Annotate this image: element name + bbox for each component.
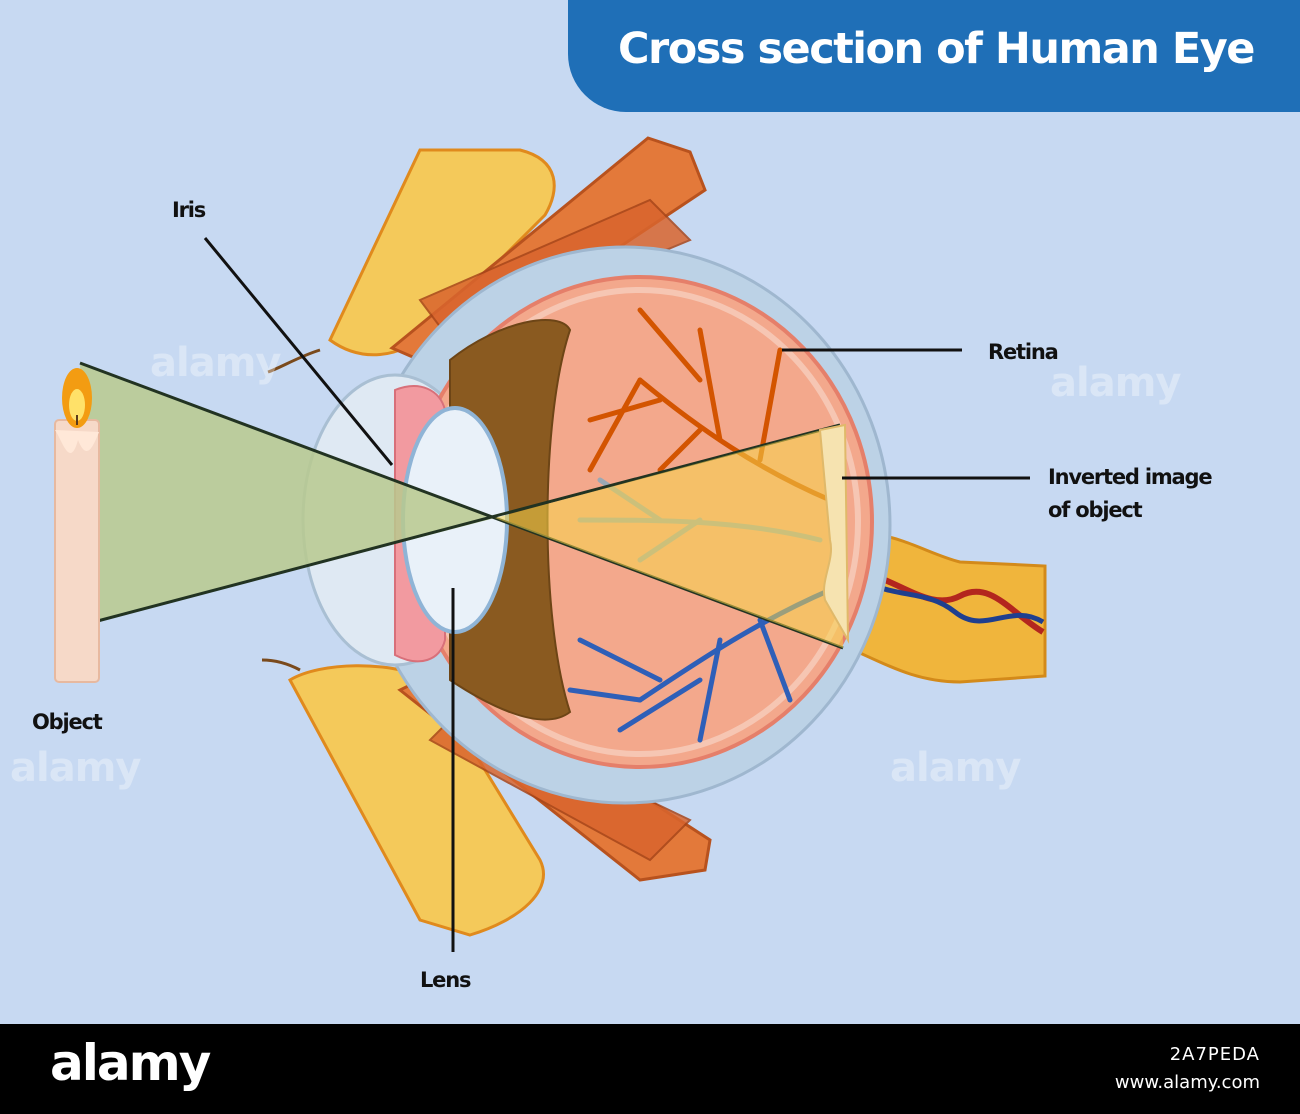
footer-image-id: 2A7PEDA — [1169, 1044, 1260, 1065]
watermark: alamy — [1050, 360, 1181, 406]
page-title: Cross section of Human Eye — [618, 24, 1255, 74]
light-cone-object — [80, 363, 495, 623]
footer-logo: alamy — [50, 1034, 211, 1092]
optic-nerve-vessel-blue — [858, 575, 1045, 625]
watermark: alamy — [150, 340, 281, 386]
ray-upper — [79, 361, 844, 650]
inverted-image — [818, 423, 850, 644]
upper-tendon — [267, 348, 321, 374]
label-inverted-image-line1: Inverted image — [1048, 465, 1213, 489]
label-object: Object — [32, 710, 103, 734]
watermark: alamy — [10, 745, 141, 791]
candle-drip — [55, 430, 99, 453]
upper-fat-pad — [328, 148, 556, 357]
lower-fat-pad — [287, 664, 545, 937]
lower-tendon — [261, 658, 301, 672]
title-banner: Cross section of Human Eye — [568, 0, 1300, 112]
ray-lower — [89, 423, 841, 625]
optic-nerve-vessel-red — [859, 569, 1045, 635]
light-cone-image — [495, 425, 843, 648]
watermark: alamy — [890, 745, 1021, 791]
label-lens: Lens — [420, 968, 471, 992]
eye-diagram — [54, 136, 1047, 952]
iris-leader-line — [203, 237, 394, 466]
label-inverted-image-line2: of object — [1048, 498, 1143, 522]
footer-bar: alamy 2A7PEDA www.alamy.com — [0, 1024, 1300, 1114]
candle-flame-inner — [69, 389, 85, 421]
label-retina: Retina — [988, 340, 1059, 364]
label-iris: Iris — [172, 198, 206, 222]
footer-url: www.alamy.com — [1114, 1072, 1260, 1093]
candle-body — [54, 419, 100, 683]
